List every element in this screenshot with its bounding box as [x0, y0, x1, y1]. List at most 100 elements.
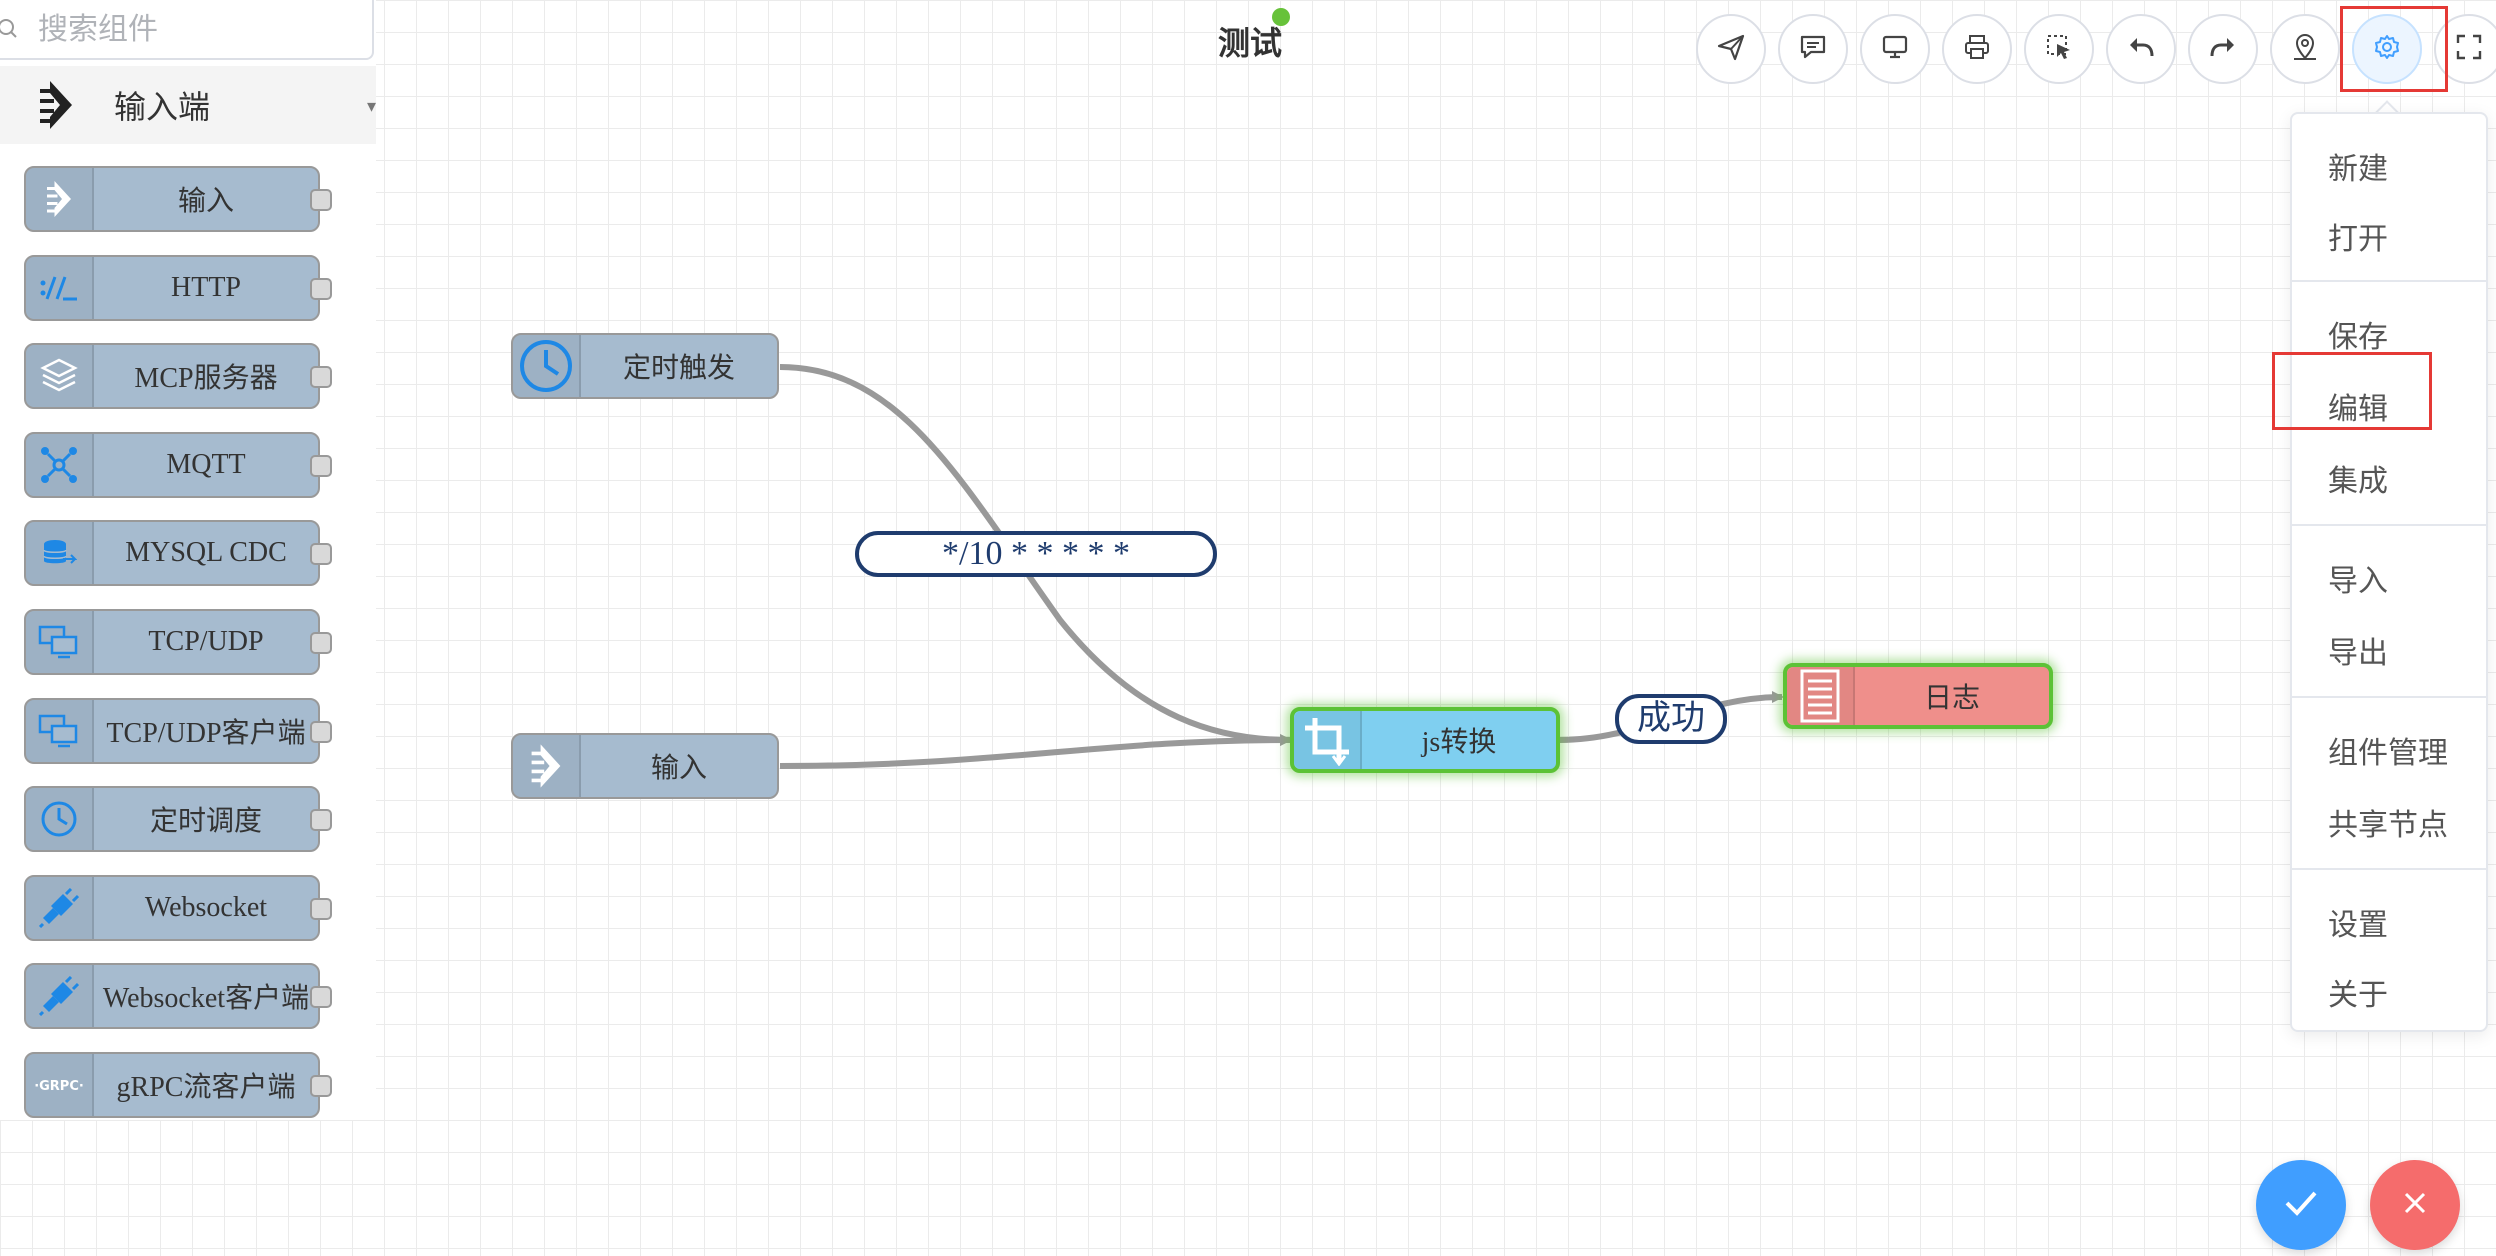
menu-item-edit[interactable]: 编辑 [2328, 392, 2388, 427]
monitor-button[interactable] [1860, 14, 1930, 84]
check-icon [2283, 1188, 2319, 1223]
settings-button[interactable] [2352, 14, 2422, 84]
gear-icon [2372, 32, 2402, 67]
settings-menu: 新建 打开 保存 编辑 集成 导入 导出 组件管理 共享节点 设置 关于 [2290, 112, 2488, 1032]
output-port[interactable] [310, 897, 332, 920]
layers-icon [26, 345, 94, 408]
clock-icon [513, 335, 581, 397]
output-port[interactable] [310, 1075, 332, 1097]
select-pointer-icon [2044, 32, 2074, 67]
menu-item-settings[interactable]: 设置 [2328, 908, 2388, 943]
output-port[interactable] [310, 543, 332, 566]
palette-node-label: MCP服务器 [134, 363, 278, 395]
cancel-button[interactable] [2370, 1160, 2460, 1250]
grpc-icon: ·GRPC· [26, 1054, 94, 1116]
print-button[interactable] [1942, 14, 2012, 84]
menu-divider [2292, 524, 2488, 526]
palette-node[interactable]: TCP/UDP客户端 [24, 697, 332, 764]
palette-node-label: MQTT [166, 448, 246, 480]
undo-button[interactable] [2106, 14, 2176, 84]
component-palette: 输入端 ▾ 输入 HTTP MCP服务器 MQTT MYSQL CDC TCP/UDP TC… [0, 0, 376, 1120]
arrow-in-icon [26, 168, 94, 230]
palette-node[interactable]: HTTP [24, 254, 332, 321]
output-port[interactable] [310, 720, 332, 743]
fullscreen-button[interactable] [2434, 14, 2496, 84]
mqtt-icon [26, 433, 94, 496]
palette-node[interactable]: 定时调度 [24, 786, 332, 853]
menu-divider [2292, 280, 2488, 282]
palette-node-label: Websocket [144, 891, 268, 923]
arrow-in-icon [36, 77, 76, 133]
palette-node[interactable]: 输入 [24, 166, 332, 232]
redo-button[interactable] [2188, 14, 2258, 84]
menu-item-component-manage[interactable]: 组件管理 [2328, 736, 2448, 771]
palette-node-label: TCP/UDP客户端 [106, 717, 306, 749]
menu-item-new[interactable]: 新建 [2328, 152, 2388, 187]
plug-icon [26, 876, 94, 939]
palette-node[interactable]: Websocket客户端 [24, 963, 332, 1030]
output-port[interactable] [310, 809, 332, 832]
palette-node-label: 定时调度 [149, 806, 262, 838]
palette-node-label: MYSQL CDC [125, 537, 287, 569]
output-port[interactable] [310, 277, 332, 300]
palette-node[interactable]: MQTT [24, 431, 332, 498]
database-icon [26, 522, 94, 585]
search-input[interactable] [38, 11, 338, 47]
node-label: 输入 [650, 753, 707, 784]
menu-item-save[interactable]: 保存 [2328, 320, 2388, 355]
edge-label-success[interactable]: 成功 [1615, 694, 1727, 744]
menu-item-open[interactable]: 打开 [2328, 222, 2388, 257]
node-timer-trigger[interactable]: 定时触发 [511, 333, 779, 399]
printer-icon [1962, 32, 1992, 67]
node-input[interactable]: 输入 [511, 733, 779, 799]
node-label: 日志 [1923, 683, 1980, 714]
search-box [0, 0, 374, 60]
output-port[interactable] [310, 632, 332, 654]
palette-node[interactable]: MYSQL CDC [24, 520, 332, 587]
edge-label-cron[interactable]: */10 * * * * * [855, 531, 1217, 577]
menu-divider [2292, 868, 2488, 870]
output-port[interactable] [310, 986, 332, 1009]
output-port[interactable] [310, 189, 332, 211]
monitor-icon [1880, 32, 1910, 67]
menu-item-export[interactable]: 导出 [2328, 636, 2388, 671]
palette-node-label: TCP/UDP [148, 626, 264, 657]
palette-node[interactable]: Websocket [24, 874, 332, 941]
select-button[interactable] [2024, 14, 2094, 84]
menu-item-integrate[interactable]: 集成 [2328, 464, 2388, 499]
node-log[interactable]: 日志 [1783, 663, 2053, 729]
category-input[interactable]: 输入端 ▾ [0, 66, 376, 144]
list-icon [1787, 667, 1855, 725]
menu-divider [2292, 696, 2488, 698]
output-port[interactable] [310, 454, 332, 477]
redo-icon [2208, 32, 2238, 67]
palette-node[interactable]: ·GRPC·gRPC流客户端 [24, 1052, 332, 1118]
plug-icon [26, 965, 94, 1028]
locate-button[interactable] [2270, 14, 2340, 84]
comment-button[interactable] [1778, 14, 1848, 84]
palette-node-label: Websocket客户端 [102, 983, 310, 1015]
palette-node[interactable]: MCP服务器 [24, 343, 332, 410]
menu-item-shared-nodes[interactable]: 共享节点 [2328, 808, 2448, 843]
fullscreen-icon [2454, 32, 2484, 67]
status-indicator [1272, 8, 1290, 26]
node-label: js转换 [1421, 727, 1497, 758]
arrow-in-icon [513, 735, 581, 797]
node-js-transform[interactable]: js转换 [1290, 707, 1560, 773]
confirm-button[interactable] [2256, 1160, 2346, 1250]
edge-timer-to-js[interactable] [779, 364, 1292, 746]
node-label: 定时触发 [622, 353, 735, 384]
palette-node[interactable]: TCP/UDP [24, 609, 332, 675]
paper-plane-icon [1716, 32, 1746, 67]
category-label: 输入端 [114, 88, 211, 126]
undo-icon [2126, 32, 2156, 67]
clock-icon [26, 788, 94, 851]
menu-item-import[interactable]: 导入 [2328, 564, 2388, 599]
output-port[interactable] [310, 366, 332, 389]
close-icon [2402, 1190, 2428, 1221]
network-icon [26, 699, 94, 762]
menu-item-about[interactable]: 关于 [2328, 978, 2388, 1013]
deploy-button[interactable] [1696, 14, 1766, 84]
edge-input-to-js[interactable] [779, 734, 1292, 769]
